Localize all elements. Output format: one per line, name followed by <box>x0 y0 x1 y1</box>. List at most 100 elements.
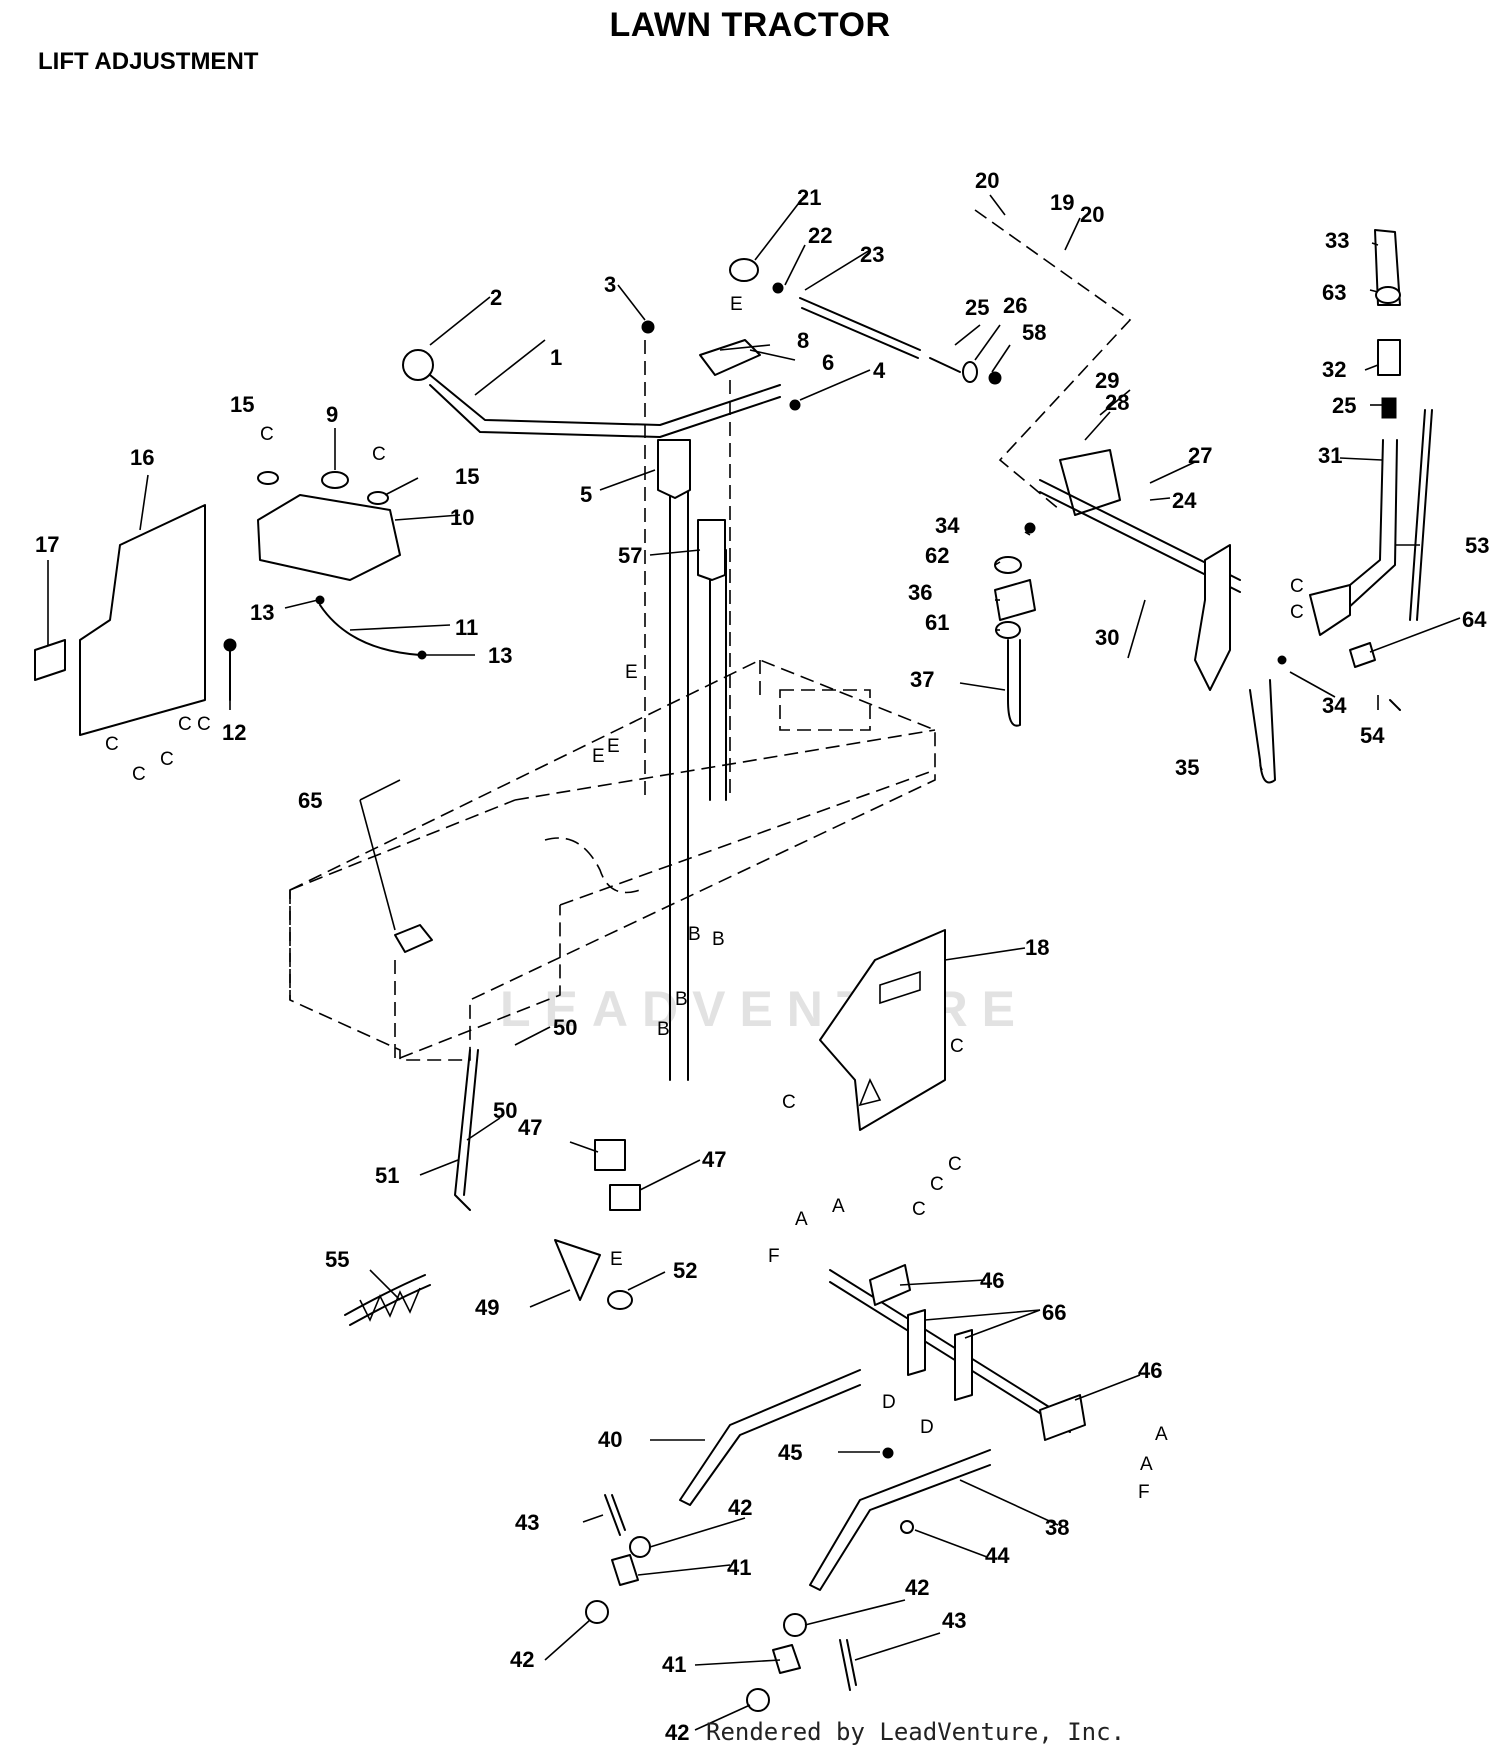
callout-11: 11 <box>455 615 478 640</box>
callout-47a: 47 <box>518 1115 542 1140</box>
frame <box>289 659 936 1062</box>
ref-d-1: D <box>882 1392 896 1413</box>
ref-a-1: A <box>795 1209 808 1230</box>
ref-e-1: E <box>730 294 743 315</box>
pin-64 <box>1349 642 1376 668</box>
ref-d-2: D <box>920 1417 934 1438</box>
ref-c-8: C <box>1290 576 1304 597</box>
right-shaft-30 <box>994 449 1287 784</box>
block-36 <box>994 579 1036 621</box>
callout-12: 12 <box>222 720 246 745</box>
callout-43a: 43 <box>515 1510 539 1535</box>
ref-c-9: C <box>1290 602 1304 623</box>
plate-46b <box>1039 1394 1086 1441</box>
ref-e-5: E <box>610 1249 623 1270</box>
link-66a <box>907 1309 926 1376</box>
nut-42c <box>783 1613 807 1637</box>
pin-41b <box>772 1644 801 1674</box>
callout-35: 35 <box>1175 755 1199 780</box>
callout-66: 66 <box>1042 1300 1066 1325</box>
callout-63: 63 <box>1322 280 1346 305</box>
ref-b-2: B <box>712 929 725 950</box>
callout-13b: 13 <box>488 643 512 668</box>
callout-49: 49 <box>475 1295 499 1320</box>
right-panel-18 <box>819 929 946 1131</box>
callout-27: 27 <box>1188 443 1212 468</box>
callout-5: 5 <box>580 482 592 507</box>
callout-65: 65 <box>298 788 322 813</box>
callout-17: 17 <box>35 532 59 557</box>
callout-64: 64 <box>1462 607 1487 632</box>
washer-52 <box>607 1290 633 1310</box>
ref-c-4: C <box>132 764 146 785</box>
callout-44: 44 <box>985 1543 1010 1568</box>
ref-f-1: F <box>768 1246 780 1267</box>
ref-c-12: C <box>948 1154 962 1175</box>
ref-c-6: C <box>178 714 192 735</box>
callout-21: 21 <box>797 185 821 210</box>
callout-37: 37 <box>910 667 934 692</box>
callout-22: 22 <box>808 223 832 248</box>
bracket-6 <box>699 339 761 376</box>
callout-43b: 43 <box>942 1608 966 1633</box>
callout-26: 26 <box>1003 293 1027 318</box>
ref-a-3: A <box>1155 1424 1168 1445</box>
callout-2: 2 <box>490 285 502 310</box>
ref-b-3: B <box>675 989 688 1010</box>
ref-c-14: C <box>912 1199 926 1220</box>
ref-c-10: C <box>950 1036 964 1057</box>
callout-34a: 34 <box>935 513 960 538</box>
callout-62: 62 <box>925 543 949 568</box>
callout-45: 45 <box>778 1440 802 1465</box>
pedal-assembly <box>1309 229 1433 711</box>
lift-shaft-lower <box>679 1264 1086 1591</box>
callout-30: 30 <box>1095 625 1119 650</box>
callout-46b: 46 <box>1138 1358 1162 1383</box>
callout-33: 33 <box>1325 228 1349 253</box>
ref-b-4: B <box>657 1019 670 1040</box>
callout-4: 4 <box>873 358 886 383</box>
nut-42d <box>746 1688 770 1712</box>
callout-61: 61 <box>925 610 949 635</box>
ref-e-4: E <box>607 736 620 757</box>
callout-51: 51 <box>375 1163 399 1188</box>
shaft-assembly-23 <box>729 209 1132 511</box>
bracket-47b <box>609 1184 641 1211</box>
callout-36: 36 <box>908 580 932 605</box>
link-66b <box>954 1329 973 1401</box>
callout-54: 54 <box>1360 723 1385 748</box>
bracket-57 <box>697 519 726 581</box>
callout-31: 31 <box>1318 443 1342 468</box>
callout-29: 29 <box>1095 368 1119 393</box>
cap-9 <box>321 471 349 489</box>
callout-42b: 42 <box>510 1647 534 1672</box>
footer-credit: Rendered by LeadVenture, Inc. <box>706 1718 1126 1746</box>
washer-44 <box>900 1520 914 1534</box>
bracket-47a <box>594 1139 626 1171</box>
callout-41b: 41 <box>662 1652 686 1677</box>
ref-b-1: B <box>688 924 701 945</box>
callout-40: 40 <box>598 1427 622 1452</box>
callout-55: 55 <box>325 1247 349 1272</box>
callout-3: 3 <box>604 272 616 297</box>
callout-42d: 42 <box>665 1720 689 1745</box>
callout-25b: 25 <box>1332 393 1356 418</box>
lower-linkage <box>344 1049 633 1326</box>
callout-8: 8 <box>797 328 809 353</box>
pin-41a <box>611 1554 639 1586</box>
nut-42b <box>585 1600 609 1624</box>
callout-15b: 15 <box>455 464 479 489</box>
cap-63 <box>1375 286 1401 304</box>
leader-lines <box>47 194 1461 1731</box>
callout-42a: 42 <box>728 1495 752 1520</box>
callout-1: 1 <box>550 345 562 370</box>
arm-30 <box>1194 544 1231 691</box>
sleeve-32 <box>1377 339 1401 376</box>
callout-53: 53 <box>1465 533 1489 558</box>
reference-letters: C C C C C C C C C C C C C C E E E E E B … <box>105 294 1304 1503</box>
bracket-5 <box>657 439 691 499</box>
callout-13a: 13 <box>250 600 274 625</box>
ref-c-7: C <box>197 714 211 735</box>
ref-c-3: C <box>105 734 119 755</box>
